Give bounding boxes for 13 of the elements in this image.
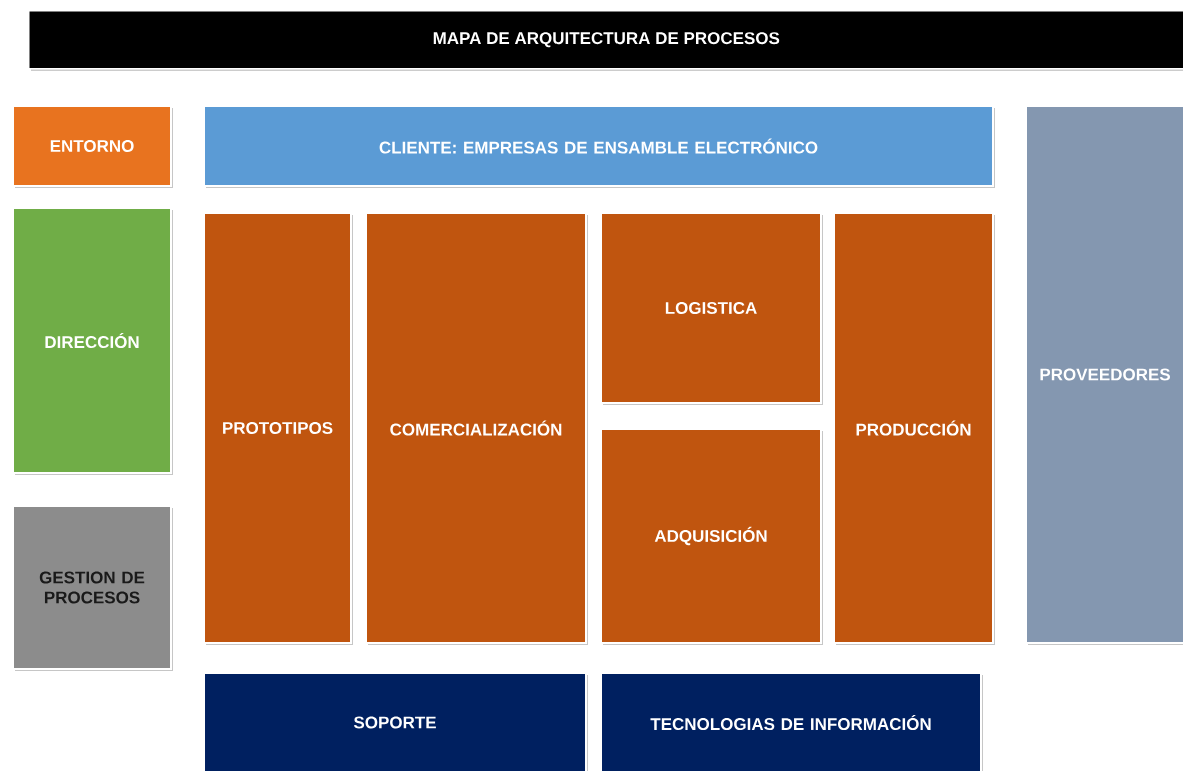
- process-box: DIRECCIÓN: [12, 207, 173, 475]
- process-box: COMERCIALIZACIÓN: [365, 212, 588, 645]
- process-box: LOGISTICA: [600, 212, 823, 405]
- title-band: MAPA DE ARQUITECTURA DE PROCESOS: [28, 10, 1183, 71]
- process-box: ADQUISICIÓN: [600, 428, 823, 645]
- process-box: ENTORNO: [12, 105, 173, 188]
- process-box: GESTION DE PROCESOS: [12, 505, 173, 671]
- process-box: TECNOLOGIAS DE INFORMACIÓN: [600, 672, 983, 771]
- client-band: CLIENTE: EMPRESAS DE ENSAMBLE ELECTRÓNICO: [203, 105, 995, 188]
- process-box: PROVEEDORES: [1025, 105, 1183, 645]
- process-box: SOPORTE: [203, 672, 588, 771]
- process-box: PROTOTIPOS: [203, 212, 353, 645]
- process-box: PRODUCCIÓN: [833, 212, 995, 645]
